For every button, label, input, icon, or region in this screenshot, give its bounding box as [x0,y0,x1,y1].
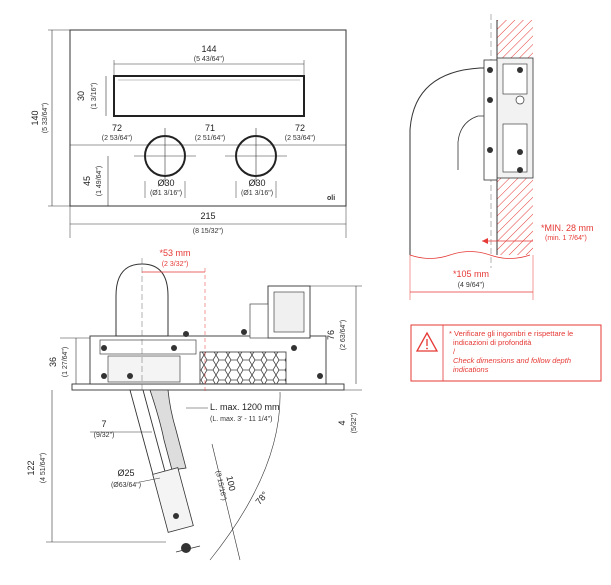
warning-line-2: indicazioni di profondità [453,338,532,347]
depth-inch-label: (4 9/64") [458,282,485,289]
thickness-inch-label: (5/32") [351,413,358,434]
min-depth-label: *MIN. 28 mm [541,223,594,233]
plate-width-label: 215 [200,211,215,221]
min-depth-inch-label: (min. 1 7/64") [545,235,587,242]
warning-line-5: indications [453,365,489,374]
thickness-label: 4 [337,420,347,425]
height-36-inch-label: (1 27/64") [62,347,69,378]
button-height-inch-label: (1 49/64") [96,166,103,197]
slot-width-inch-label: (5 43/64") [194,56,225,63]
slot-height-inch-label: (1 3/16") [91,83,98,110]
cover-profile [409,67,497,255]
angle-label: 78° [253,489,270,506]
size-122-label: 122 [26,460,36,475]
button-right-dia-inch-label: (Ø1 3/16") [241,190,273,197]
button-right-dia-label: Ø30 [248,178,265,188]
size-7-label: 7 [101,419,106,429]
warning-box: * Verificare gli ingombri e rispettare l… [410,324,602,382]
top-offset-inch-label: (2 3/32") [162,261,189,268]
warning-line-4: Check dimensions and follow depth [453,356,571,365]
slot-width-label: 144 [201,44,216,54]
cover-plate [69,29,347,207]
base-plate [71,383,345,391]
side-view: *MIN. 28 mm (min. 1 7/64") *105 mm (4 9/… [409,14,594,300]
top-offset-label: *53 mm [159,248,190,258]
plate-height-inch-label: (5 33/64") [42,103,49,134]
front-view: oli 144 (5 43/64") 30 (1 3/16") 72 (2 53… [30,29,347,238]
warning-line-1: * Verificare gli ingombri e rispettare l… [449,329,573,338]
button-height-label: 45 [82,176,92,186]
height-76-inch-label: (2 63/64") [340,320,347,351]
actuator-arm [129,389,201,553]
length-max-inch-label: (L. max. 3' - 11 1/4") [210,416,272,423]
slot-height-label: 30 [76,91,86,101]
height-36-label: 36 [48,357,58,367]
display-slot [113,75,305,117]
length-max-label: L. max. 1200 mm [210,402,280,412]
button-left-dia-inch-label: (Ø1 3/16") [150,190,182,197]
right-offset-label: 72 [295,123,305,133]
height-76-label: 76 [326,330,336,340]
plate-height-label: 140 [30,110,40,125]
warning-line-3: / [453,347,456,356]
dia-25-label: Ø25 [117,468,134,478]
depth-label: *105 mm [453,269,489,279]
right-offset-inch-label: (2 53/64") [285,135,316,142]
size-100-label: 100 [224,475,237,492]
center-spacing-label: 71 [205,123,215,133]
left-offset-label: 72 [112,123,122,133]
center-spacing-inch-label: (2 51/64") [195,135,226,142]
dia-25-inch-label: (Ø63/64") [111,482,141,489]
plate-width-inch-label: (8 15/32") [193,228,224,235]
size-122-inch-label: (4 51/64") [40,453,47,484]
section-view: *53 mm (2 3/32") 76 (2 63/64") 36 (1 27/… [26,248,362,561]
size-100-inch-label: (3 15/16") [214,470,227,501]
size-7-inch-label: (9/32") [94,432,115,439]
warning-triangle-icon [415,331,439,352]
button-left-dia-label: Ø30 [157,178,174,188]
left-offset-inch-label: (2 53/64") [102,135,133,142]
brand-logo: oli [327,195,335,202]
